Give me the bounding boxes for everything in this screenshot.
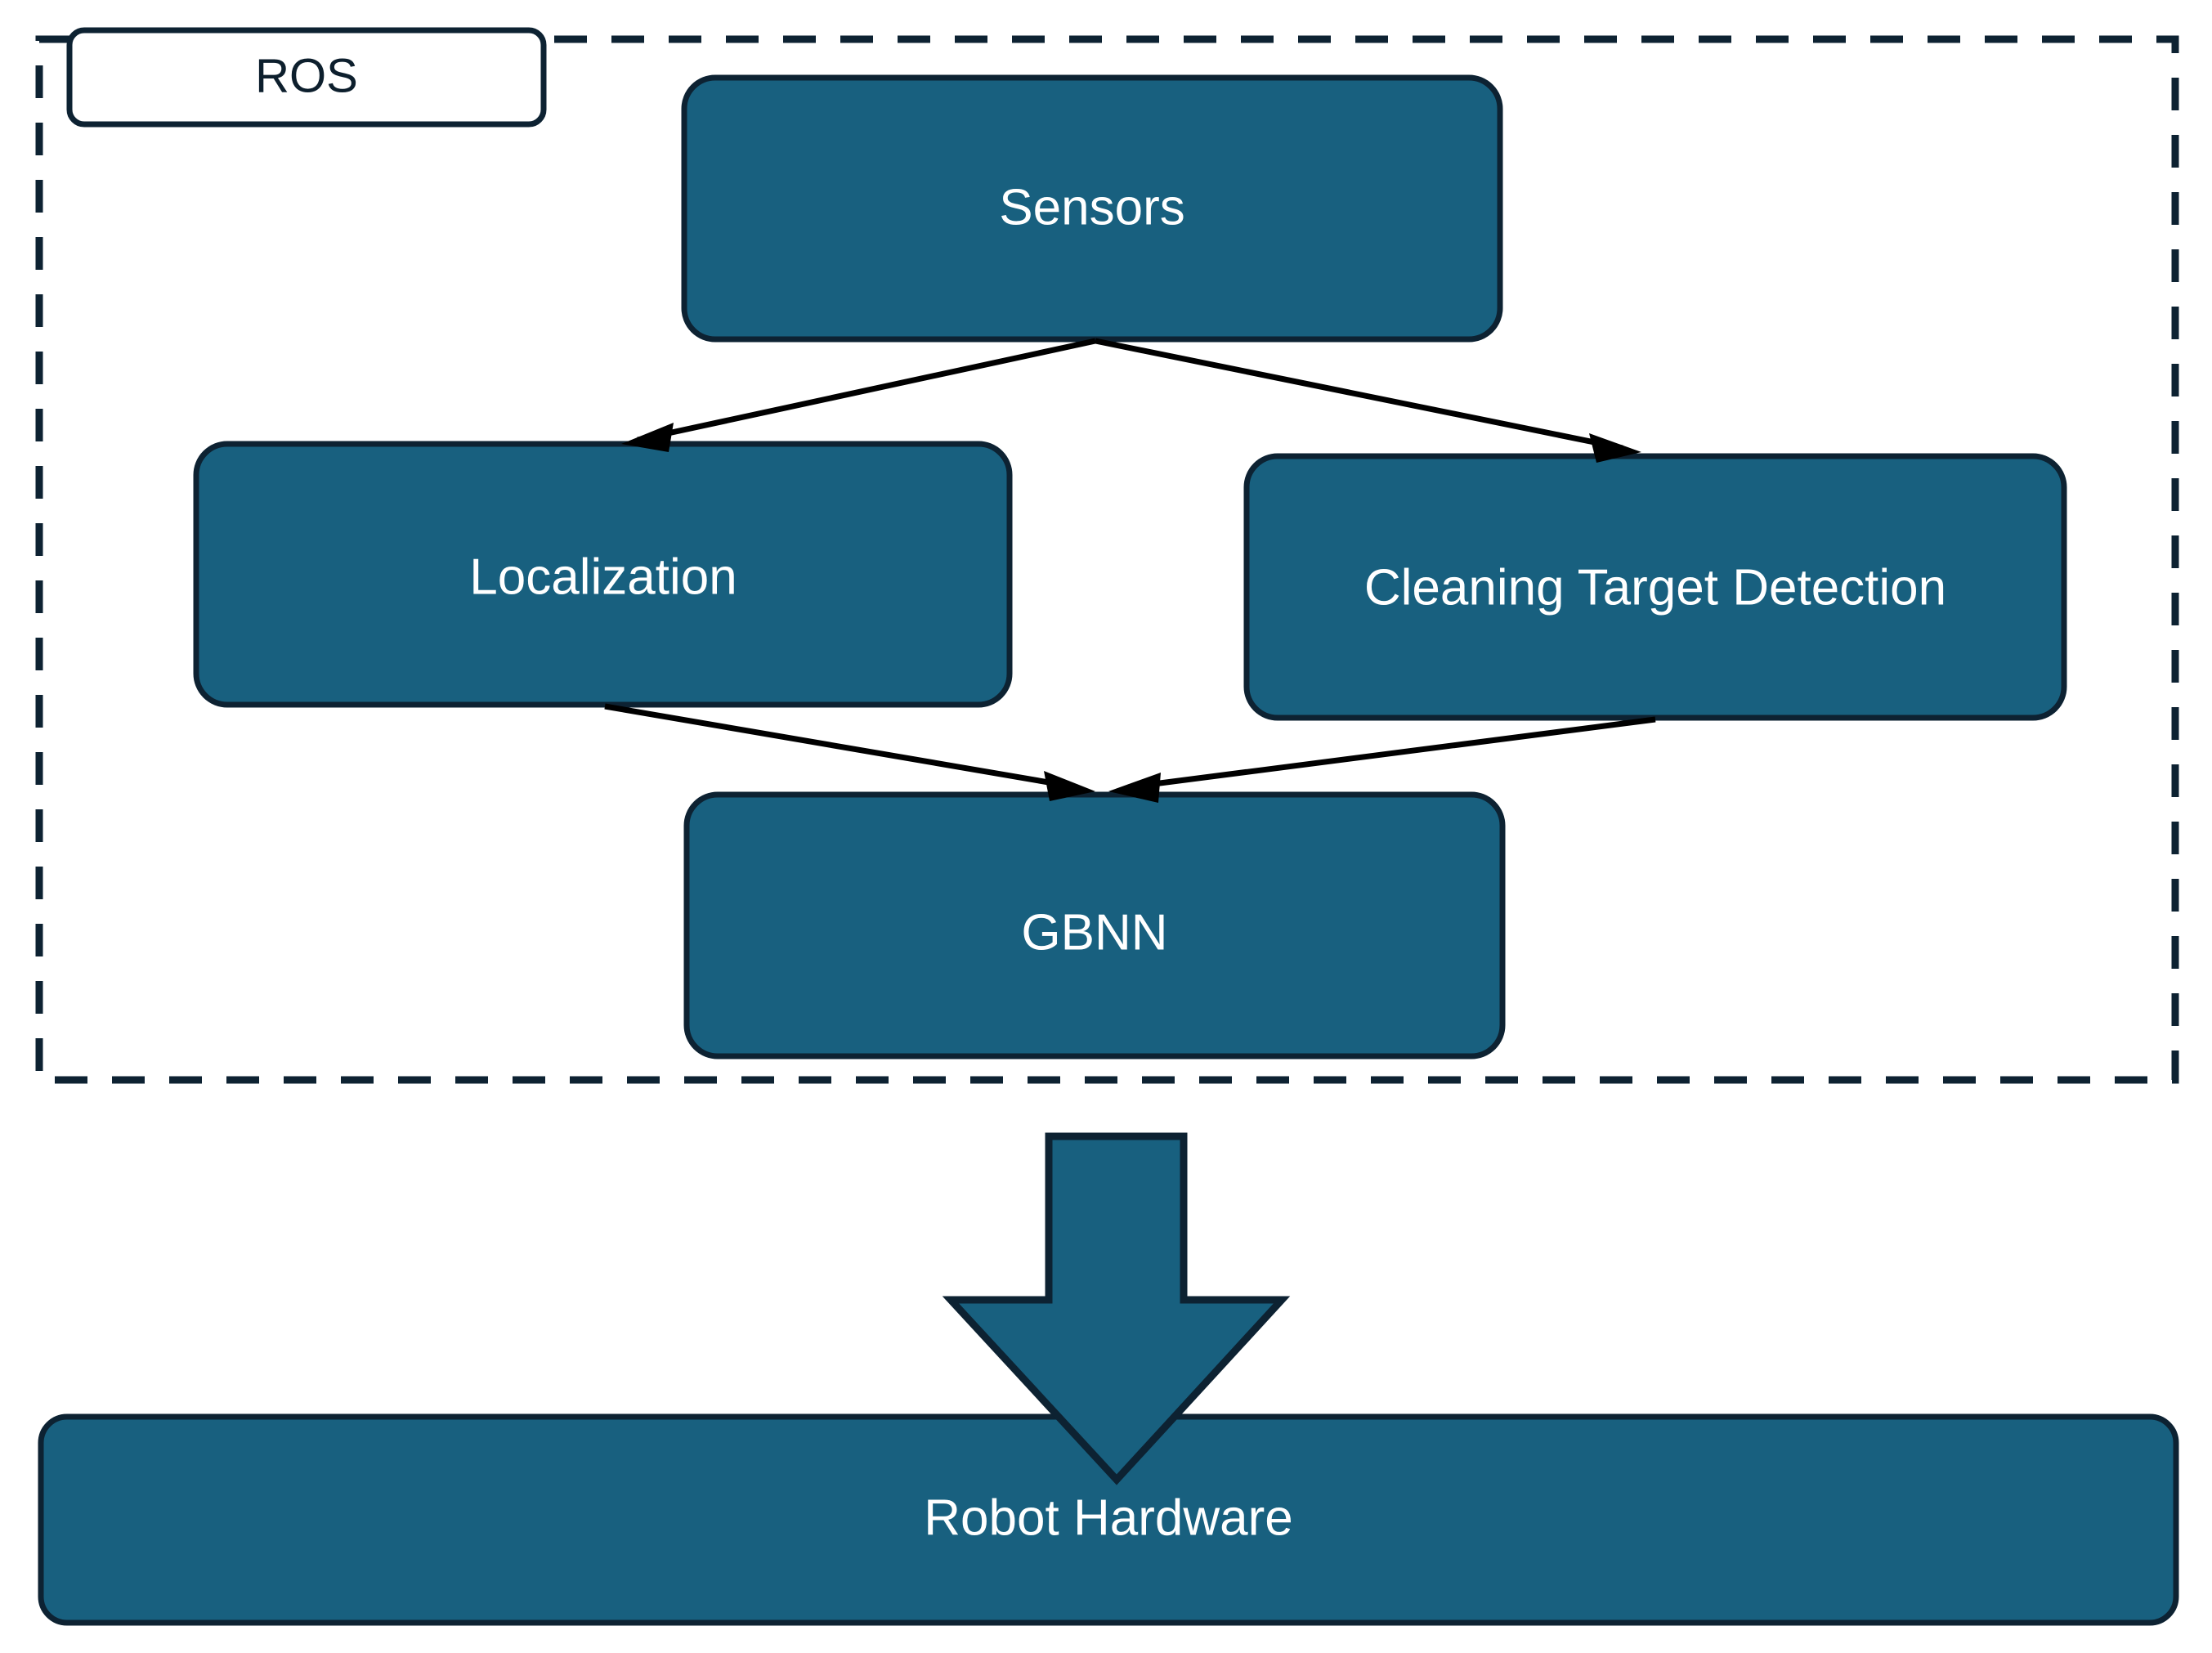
node-localization-rect[interactable]	[193, 441, 1013, 708]
arrowhead-gbnn-left	[1044, 771, 1095, 801]
ros-boundary-box	[35, 35, 2179, 1084]
block-arrow-down-icon	[942, 1132, 1291, 1485]
arrowhead-localization	[621, 423, 674, 452]
edge-sensors-to-detection	[1095, 338, 1641, 463]
edge-ros-to-hardware	[942, 1132, 1291, 1485]
node-detection-rect[interactable]	[1243, 453, 2067, 721]
ros-label-tag: ROS	[66, 27, 547, 128]
node-gbnn[interactable]: GBNN	[683, 791, 1506, 1059]
arrowhead-gbnn-right	[1108, 773, 1161, 803]
node-sensors-rect[interactable]	[681, 74, 1503, 343]
node-gbnn-rect[interactable]	[683, 791, 1506, 1059]
node-sensors[interactable]: Sensors	[681, 74, 1503, 343]
node-localization[interactable]: Localization	[193, 441, 1013, 708]
edge-sensors-to-localization	[621, 338, 1096, 452]
edge-detection-to-gbnn	[1108, 716, 1656, 803]
arrowhead-detection	[1589, 433, 1641, 463]
ros-tag-rect	[66, 27, 547, 128]
edge-localization-to-gbnn	[604, 703, 1095, 801]
node-cleaning-target-detection[interactable]: Cleaning Target Detection	[1243, 453, 2067, 721]
